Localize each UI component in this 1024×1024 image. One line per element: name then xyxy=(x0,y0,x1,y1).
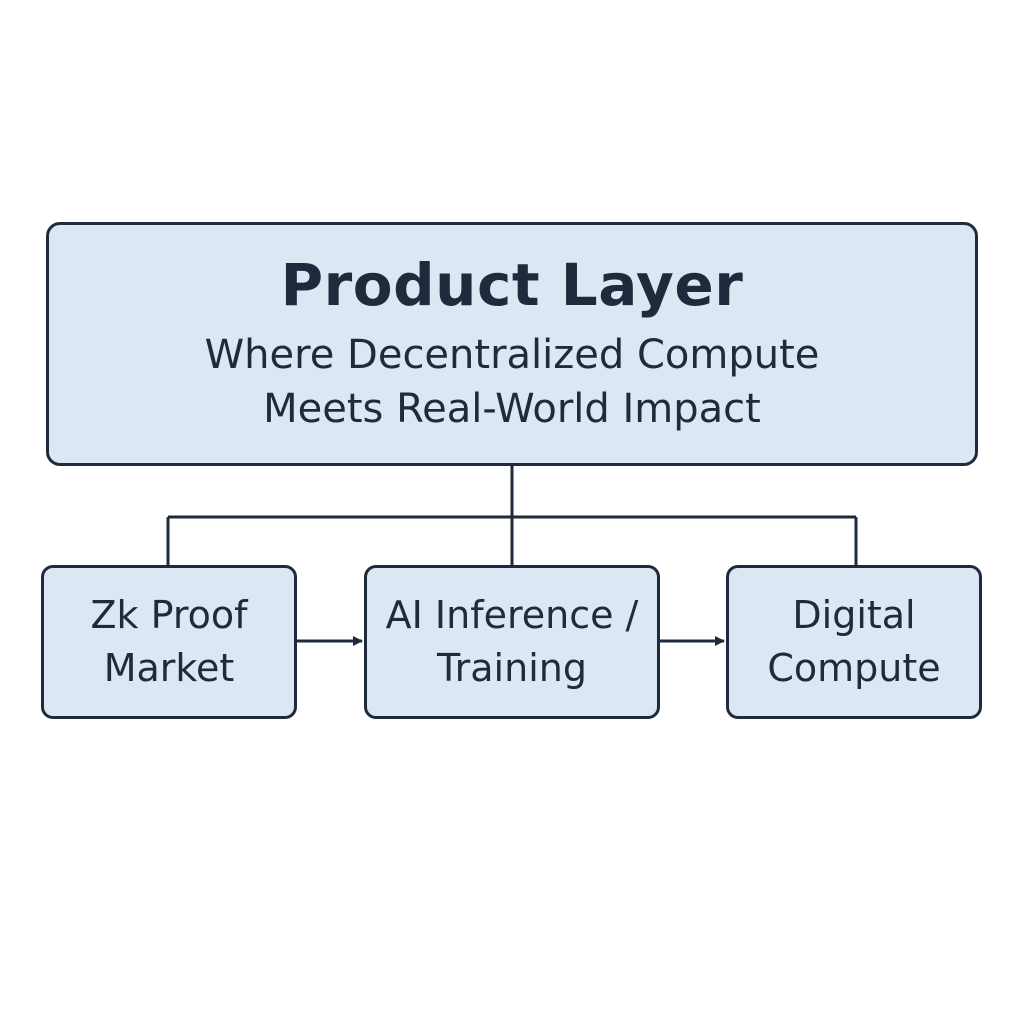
subtitle-line-1: Where Decentralized Compute xyxy=(204,332,820,379)
node-product-layer-subtitle: Where Decentralized Compute Meets Real-W… xyxy=(205,328,820,436)
subtitle-line-2: Meets Real-World Impact xyxy=(263,386,761,433)
node-ai-inference-training: AI Inference / Training xyxy=(364,565,660,719)
node-digital-label-line-1: Digital xyxy=(792,592,916,637)
node-ai-label-line-1: AI Inference / xyxy=(385,592,639,637)
node-zk-label-line-1: Zk Proof xyxy=(90,592,248,637)
node-digital-compute: Digital Compute xyxy=(726,565,982,719)
node-zk-label-line-2: Market xyxy=(103,646,235,690)
node-product-layer-title: Product Layer xyxy=(280,250,744,319)
node-zk-proof-market: Zk Proof Market xyxy=(41,565,297,719)
node-digital-label-line-2: Compute xyxy=(767,646,941,690)
node-ai-label-line-2: Training xyxy=(437,646,587,690)
node-product-layer: Product Layer Where Decentralized Comput… xyxy=(46,222,978,466)
